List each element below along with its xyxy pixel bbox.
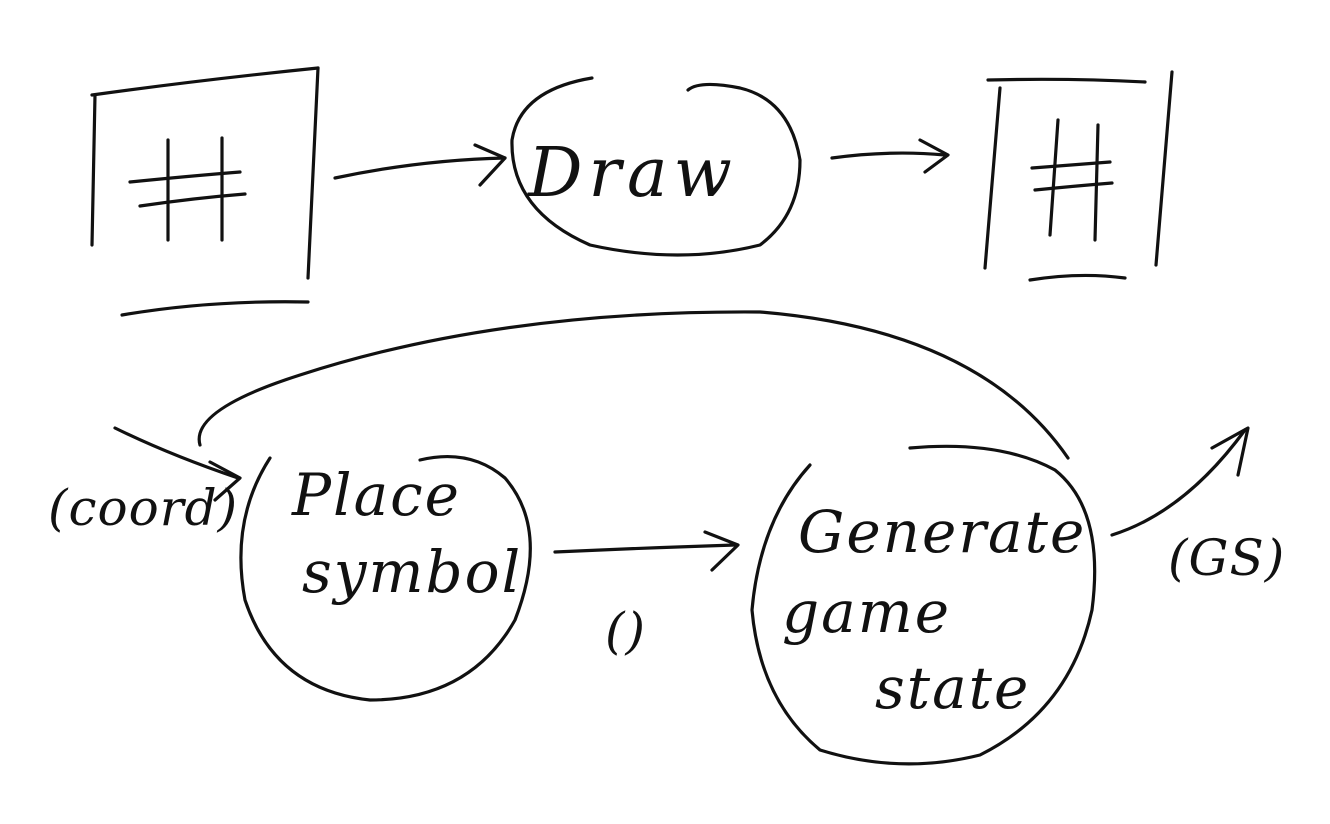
board-frame-left [90,66,320,317]
edge-label-gs: (GS) [1168,529,1285,587]
grid-icon-left [128,136,247,242]
generate-label-line2: game [782,578,951,646]
edge-label-coord: (coord) [48,479,238,537]
place-symbol-label-line2: symbol [302,538,522,606]
generate-label-line1: Generate [798,498,1086,566]
arrow-draw-to-board [830,138,950,174]
board-frame-right [983,70,1174,282]
arrow-board-to-draw [333,143,507,187]
grid-icon-right [1030,118,1114,242]
edge-label-unit: () [605,602,646,660]
place-symbol-node-circle [239,454,532,702]
generate-label-line3: state [875,654,1030,722]
place-symbol-label-line1: Place [291,461,461,529]
arrow-coord-in [113,426,242,502]
draw-node-ellipse [510,76,802,257]
arrow-place-to-generate [553,530,740,572]
arrow-gs-out [1110,426,1250,537]
draw-node-label: Draw [526,134,738,213]
generate-game-state-node-circle [750,444,1097,766]
loop-arrow-arc [197,310,1070,460]
